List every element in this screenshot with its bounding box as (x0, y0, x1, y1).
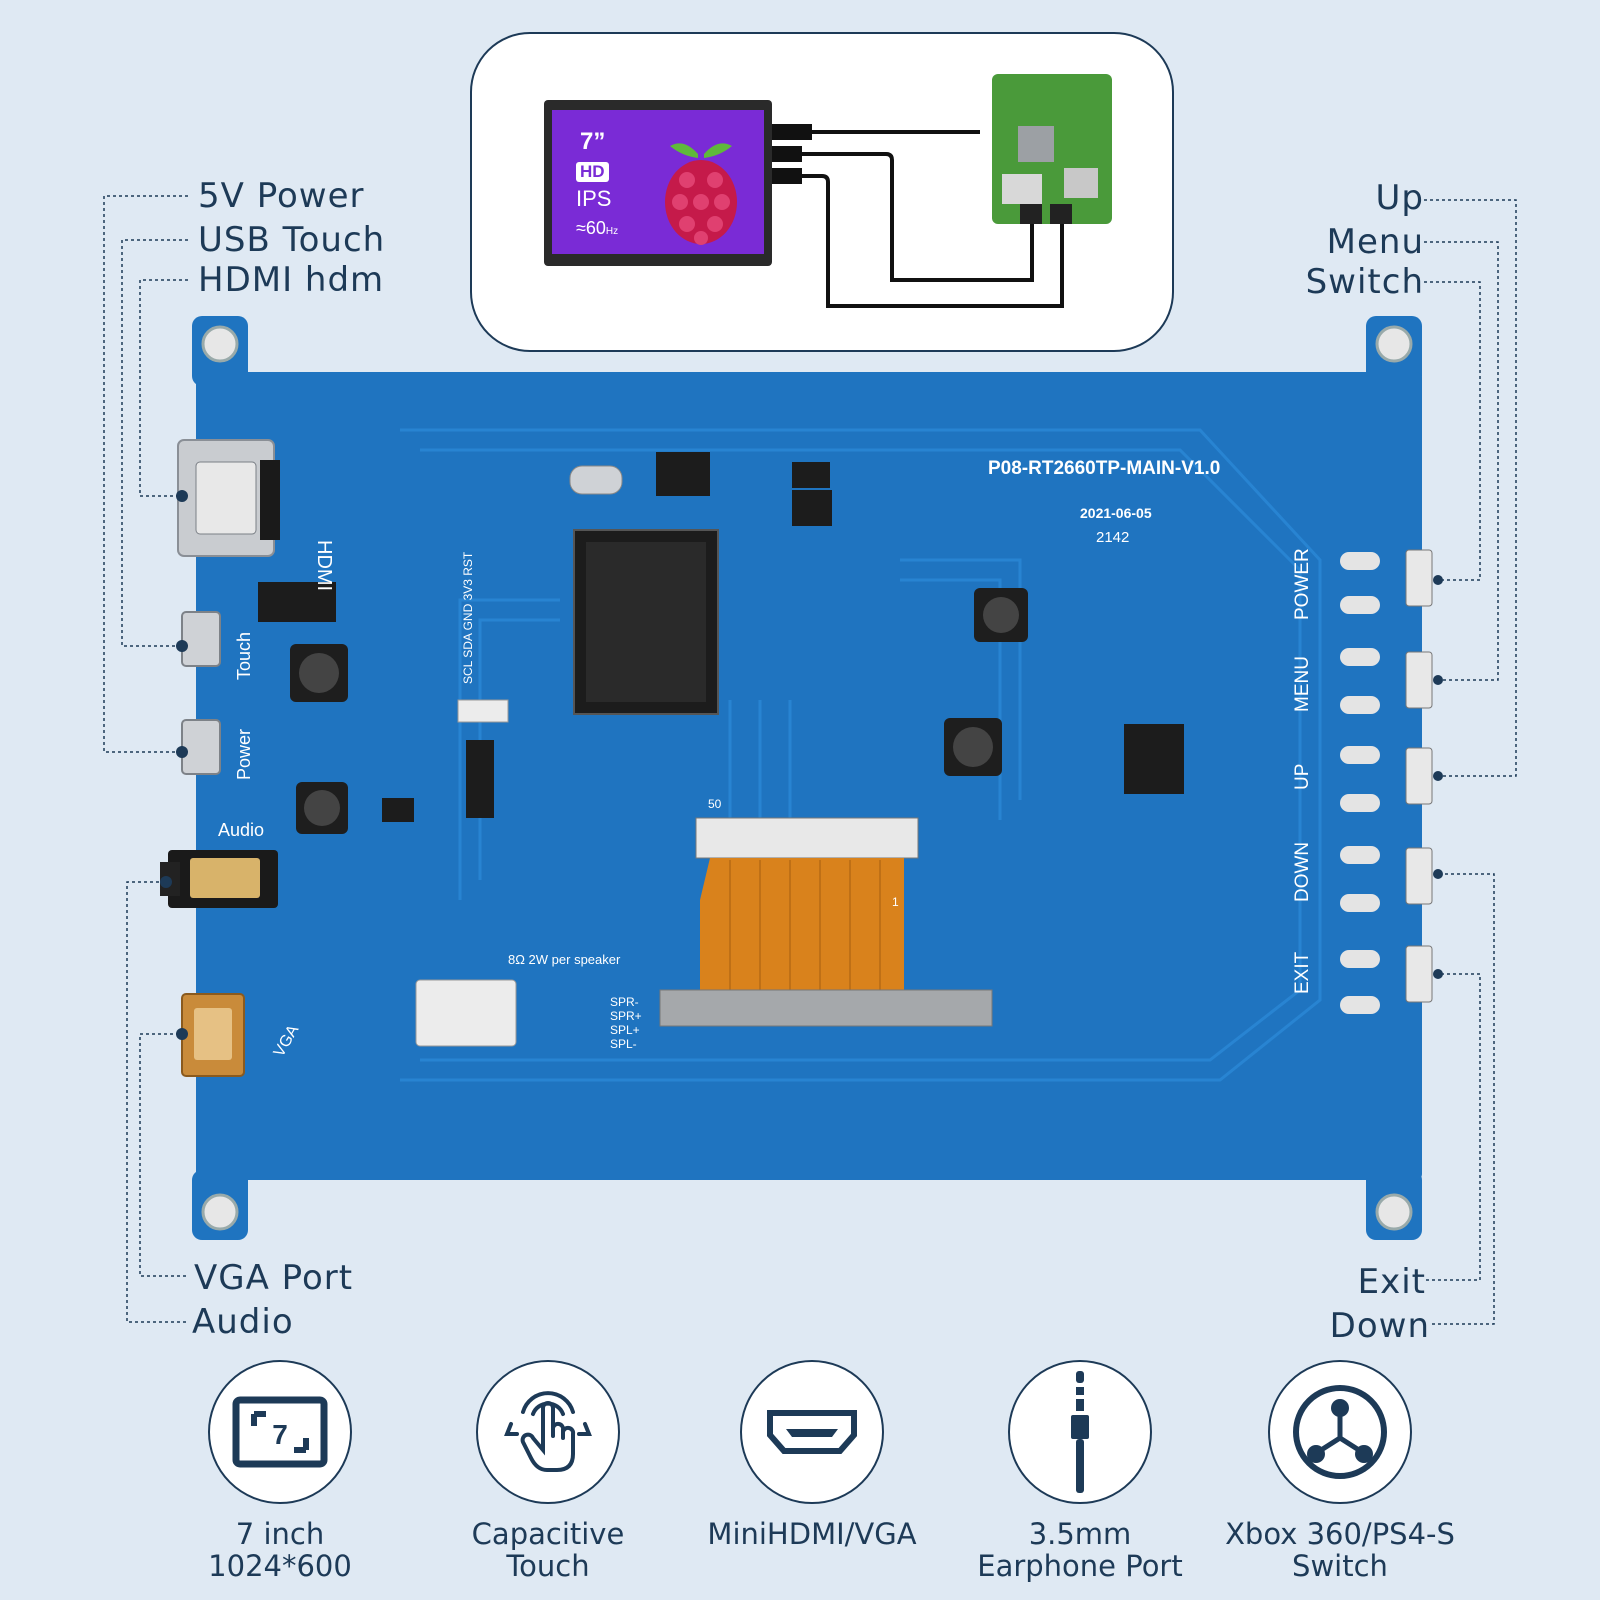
raspberry-logo (665, 143, 737, 245)
silk-spr-minus: SPR- (610, 995, 639, 1009)
vga-port (181, 993, 245, 1077)
silk-cn4-50: 50 (708, 797, 722, 811)
board-code: 2142 (1096, 529, 1129, 546)
feature-screen-size: 7 7 inch 1024*600 (160, 1360, 400, 1582)
right-leader-lines (1424, 199, 1517, 1325)
feature-circle: 7 (208, 1360, 352, 1504)
silk-spl-minus: SPL- (610, 1037, 637, 1051)
speaker-connector (415, 979, 517, 1047)
hdmi-icon (767, 1410, 857, 1454)
feature-circle (476, 1360, 620, 1504)
pcb-board (196, 372, 1422, 1180)
feature-earphone: 3.5mm Earphone Port (960, 1360, 1200, 1582)
audio-jack (160, 850, 278, 908)
i2c-connector (457, 699, 509, 723)
callout-hdmi: HDMI hdm (198, 260, 385, 300)
tactile-switches (1405, 549, 1443, 1003)
screen-7-icon: 7 (232, 1396, 328, 1468)
inductors (290, 588, 1028, 834)
silk-touch: Touch (234, 632, 254, 680)
usb-hub-icon (1293, 1385, 1387, 1479)
touch-icon (504, 1391, 592, 1472)
cables (782, 130, 1064, 308)
display-refresh-value: ≈60 (576, 218, 606, 238)
silk-btn-menu: MENU (1292, 656, 1313, 712)
display-hd-badge: HD (576, 162, 609, 182)
svg-text:7: 7 (272, 1419, 288, 1450)
feature-circle (1008, 1360, 1152, 1504)
connection-illustration: 7” HD IPS ≈60Hz (470, 32, 1174, 352)
callout-exit: Exit (1357, 1262, 1426, 1302)
silk-power: Power (234, 729, 254, 780)
feature-label: 3.5mm Earphone Port (977, 1517, 1183, 1583)
feature-minihdmi-vga: MiniHDMI/VGA (692, 1360, 932, 1550)
silk-i2c: SCL SDA GND 3V3 RST (461, 551, 475, 684)
callout-menu: Menu (1326, 222, 1424, 262)
feature-game-switch: Xbox 360/PS4-S Switch (1220, 1360, 1460, 1582)
silk-btn-exit: EXIT (1292, 951, 1313, 994)
callout-audio: Audio (192, 1302, 294, 1342)
callout-up: Up (1375, 178, 1424, 218)
callout-5v-power: 5V Power (198, 176, 365, 216)
board-part-number: P08-RT2660TP-MAIN-V1.0 (988, 458, 1220, 479)
callout-vga-port: VGA Port (194, 1258, 354, 1298)
usb-power-port (181, 719, 221, 775)
port-markers (160, 490, 188, 1040)
main-chip (573, 529, 719, 715)
feature-label: Xbox 360/PS4-S Switch (1225, 1517, 1455, 1583)
silk-btn-up: UP (1292, 764, 1313, 790)
silk-spr-plus: SPR+ (610, 1009, 642, 1023)
callout-down: Down (1329, 1306, 1430, 1346)
raspberry-pi-board (992, 74, 1112, 224)
feature-circle (740, 1360, 884, 1504)
feature-circle (1268, 1360, 1412, 1504)
feature-touch: Capacitive Touch (428, 1360, 668, 1582)
fpc-connector (659, 817, 993, 1027)
earphone-jack-icon (1071, 1371, 1089, 1493)
board-date: 2021-06-05 (1080, 505, 1152, 521)
button-pads (1340, 552, 1380, 1014)
feature-label: 7 inch 1024*600 (208, 1517, 352, 1583)
silk-spl-plus: SPL+ (610, 1023, 640, 1037)
silk-cn4-1: 1 (892, 895, 899, 909)
small-chips (258, 452, 1184, 822)
callout-usb-touch: USB Touch (198, 220, 386, 260)
silk-btn-power: POWER (1292, 548, 1313, 620)
display-refresh-unit: Hz (605, 226, 619, 237)
usb-touch-port (181, 611, 221, 667)
left-leader-lines (103, 195, 188, 1323)
hdmi-connector (177, 439, 280, 557)
crystal (569, 465, 623, 495)
display-ips: IPS (576, 186, 612, 211)
callout-switch: Switch (1305, 262, 1424, 302)
connection-graphic (544, 74, 1112, 308)
silkscreen: P08-RT2660TP-MAIN-V1.0 2021-06-05 2142 H… (218, 458, 1313, 1060)
feature-label: Capacitive Touch (471, 1517, 625, 1583)
display-size: 7” (580, 128, 606, 155)
mounting-ears (192, 316, 1422, 1240)
silk-speaker: 8Ω 2W per speaker (508, 952, 621, 967)
silk-audio: Audio (218, 820, 264, 840)
display-refresh: ≈60Hz (576, 218, 618, 239)
silk-hdmi: HDMI (313, 540, 335, 591)
feature-label: MiniHDMI/VGA (707, 1517, 917, 1551)
silk-btn-down: DOWN (1292, 842, 1313, 902)
